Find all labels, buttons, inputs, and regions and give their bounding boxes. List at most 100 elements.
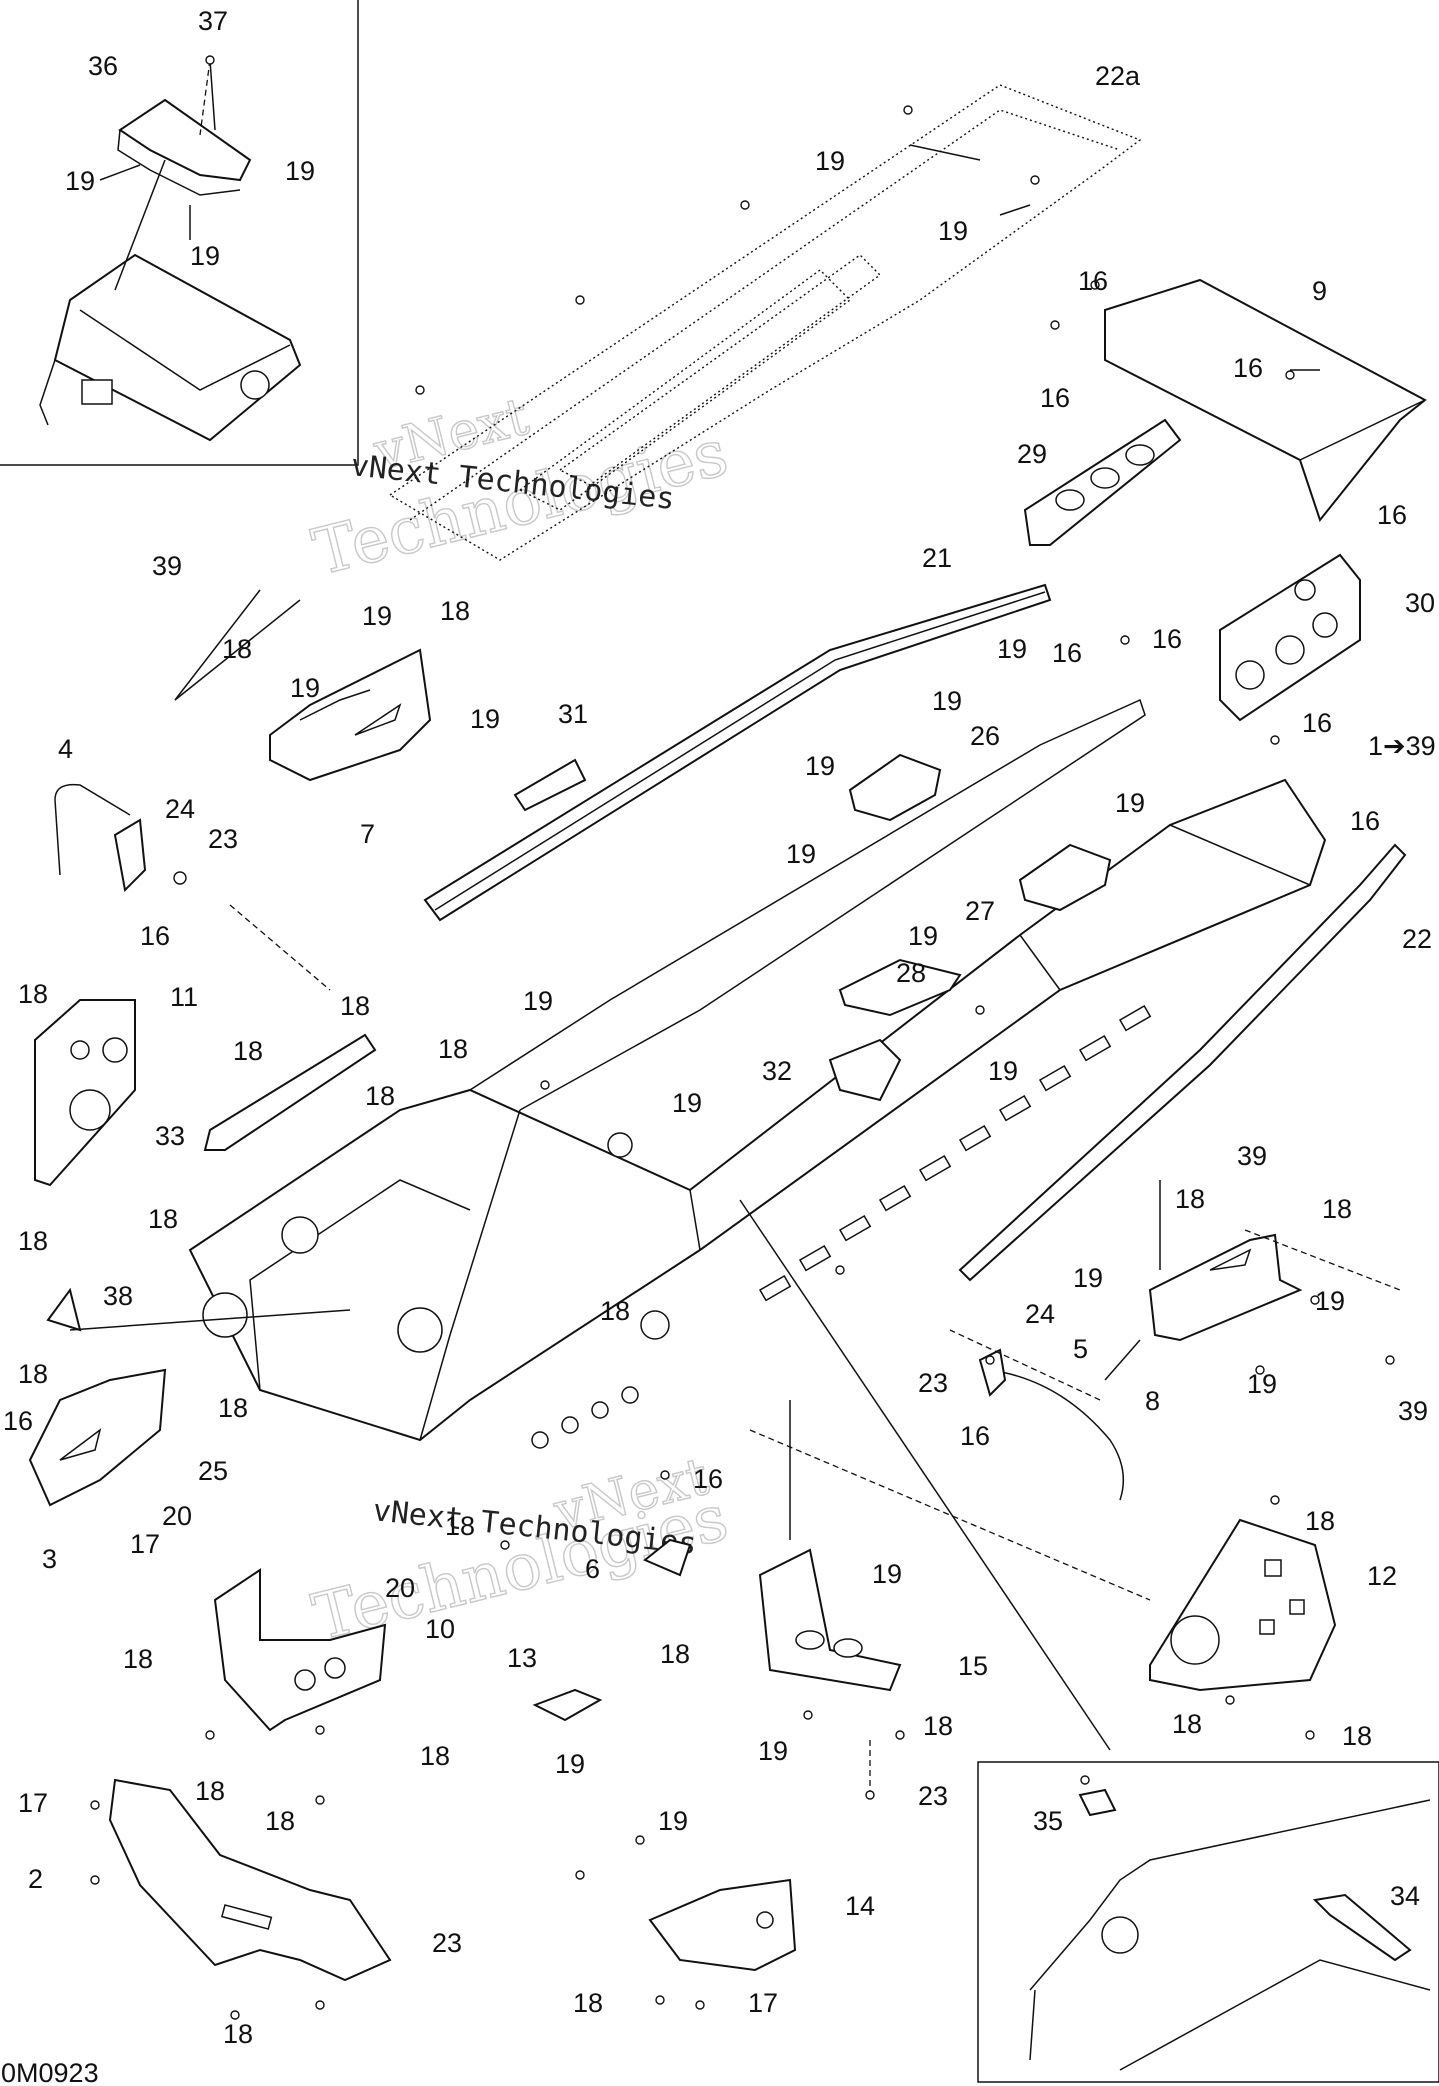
callout-34: 34 [1390, 1881, 1420, 1911]
part-22a-tunnel-cover [388, 84, 1142, 561]
callout-27: 27 [965, 896, 995, 926]
callout-22a: 22a [1095, 61, 1141, 91]
callout-18: 18 [18, 1226, 48, 1256]
callout-16: 16 [1040, 383, 1070, 413]
part-10-bracket [213, 1568, 387, 1732]
callout-30: 30 [1405, 588, 1435, 618]
callout-39: 39 [1398, 1396, 1428, 1426]
callout-18: 17 [748, 1988, 778, 2018]
callout-19: 19 [362, 601, 392, 631]
part-6-bracket [643, 1538, 692, 1577]
callout-11: 11 [170, 982, 198, 1012]
callout-20: 20 [162, 1501, 192, 1531]
callout-16: 16 [1052, 638, 1082, 668]
callout-19: 19 [658, 1806, 688, 1836]
callout-17: 17 [18, 1788, 48, 1818]
callout-18: 18 [1305, 1506, 1335, 1536]
callout-13: 13 [507, 1643, 537, 1673]
callout-18: 18 [1322, 1194, 1352, 1224]
part-5-hose [978, 1348, 1125, 1501]
callout-19: 19 [65, 166, 95, 196]
callout-26: 26 [970, 721, 1000, 751]
part-3-bracket [28, 1368, 167, 1507]
callout-29: 29 [1017, 439, 1047, 469]
callout-18: 18 [218, 1393, 248, 1423]
callout-20: 20 [385, 1573, 415, 1603]
callout-19: 19 [1115, 788, 1145, 818]
callout-18: 18 [1175, 1184, 1205, 1214]
callout-19: 19 [908, 921, 938, 951]
callout-19: 19 [1073, 1263, 1103, 1293]
callout-24: 24 [165, 794, 195, 824]
callout-18: 18 [18, 979, 48, 1009]
callout-16: 16 [693, 1464, 723, 1494]
part-2-bracket [108, 1778, 392, 1982]
callout-24: 24 [1025, 1299, 1055, 1329]
part-30-plate [1219, 553, 1361, 722]
callout-10: 10 [425, 1614, 455, 1644]
callout-36: 36 [88, 51, 118, 81]
callout-22: 22 [1402, 924, 1432, 954]
callout-19: 19 [815, 146, 845, 176]
callout-19: 19 [290, 673, 320, 703]
part-22-rail [958, 843, 1407, 1282]
part-36-bracket [117, 59, 252, 196]
part-28-bracket [838, 958, 962, 1017]
callout-18: 18 [1342, 1721, 1372, 1751]
callout-18: 2 [28, 1864, 43, 1894]
part-32-bracket [828, 1038, 902, 1102]
callout-19: 19 [555, 1749, 585, 1779]
callout-18: 18 [222, 634, 252, 664]
callout-18: 18 [420, 1741, 450, 1771]
part-4-handle [54, 783, 187, 893]
callout-16: 16 [1233, 353, 1263, 383]
callout-23: 23 [918, 1368, 948, 1398]
callout-19: 19 [523, 986, 553, 1016]
callout-16: 16 [1302, 708, 1332, 738]
fastener-markers [90, 55, 1395, 2020]
callout-9: 9 [1312, 276, 1327, 306]
callout-3: 3 [42, 1544, 57, 1574]
callout-18: 18 [148, 1204, 178, 1234]
callout-18: 18 [265, 1806, 295, 1836]
part-1-chassis [188, 698, 1327, 1449]
watermark-group: Technologies vNext vNext Technologies Te… [305, 386, 735, 1656]
callout-19: 19 [786, 839, 816, 869]
callout-4: 4 [58, 734, 73, 764]
callout-7: 7 [360, 819, 375, 849]
callout-16: 16 [3, 1406, 33, 1436]
inset-frame-top-left [0, 0, 359, 466]
callout-23: 23 [918, 1781, 948, 1811]
callout-15: 15 [958, 1651, 988, 1681]
callout-18: 18 [195, 1776, 225, 1806]
callout-19: 19 [190, 241, 220, 271]
callout-18: 18 [233, 1036, 263, 1066]
leader-lines [69, 59, 1401, 1800]
part-15-bracket [758, 1548, 902, 1692]
callout-18: 18 [445, 1511, 475, 1541]
callout-16: 16 [1152, 624, 1182, 654]
part-29-plate [1023, 418, 1182, 546]
callout-21: 21 [922, 543, 952, 573]
callout-23: 23 [208, 824, 238, 854]
callout-8: 8 [1145, 1386, 1160, 1416]
part-26-bracket [848, 753, 942, 822]
callout-19: 19 [285, 156, 315, 186]
callout-12: 12 [1367, 1561, 1397, 1591]
callout-33: 33 [155, 1121, 185, 1151]
callout-18: 18 [660, 1639, 690, 1669]
callout-1-to-39: 1➔39 [1368, 731, 1436, 761]
callout-19: 19 [1247, 1369, 1277, 1399]
callout-19: 19 [932, 686, 962, 716]
callout-2: 23 [432, 1928, 462, 1958]
inset-frame-bottom-right [977, 1761, 1439, 2083]
callout-16: 16 [140, 921, 170, 951]
part-21-rail [423, 583, 1052, 922]
callout-16: 16 [1350, 806, 1380, 836]
callout-19: 19 [672, 1088, 702, 1118]
callout-17: 18 [223, 2019, 253, 2049]
part-8-bracket [1148, 1233, 1303, 1342]
callout-14: 14 [845, 1891, 875, 1921]
